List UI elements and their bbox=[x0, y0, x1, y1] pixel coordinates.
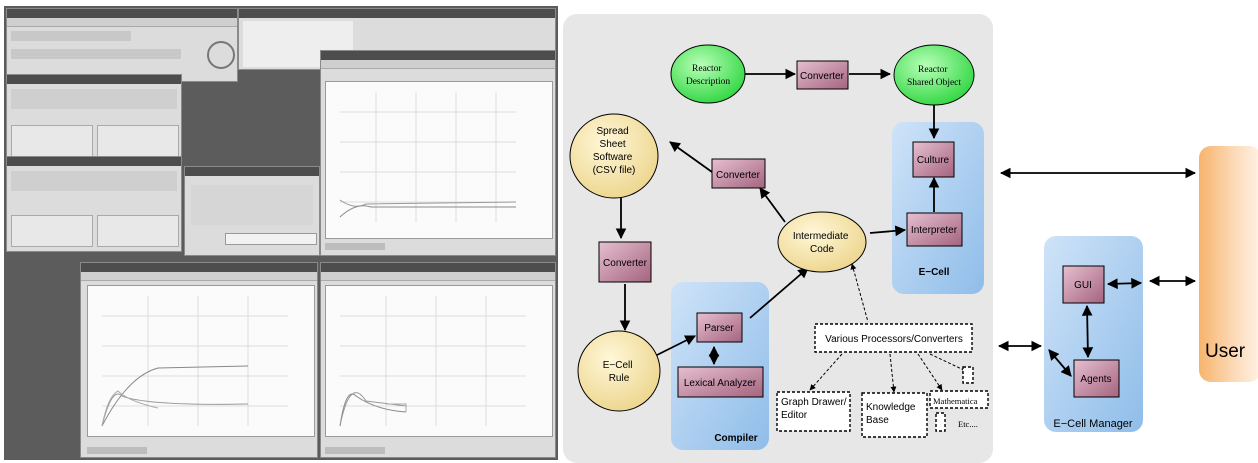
reactor-shared-object-line1: Reactor bbox=[918, 65, 948, 75]
culture-label: Culture bbox=[917, 155, 950, 166]
reactor-description-line2: Description bbox=[686, 77, 731, 87]
intermediate-code-node bbox=[777, 211, 867, 273]
mathematica-box bbox=[929, 390, 989, 409]
knowledge-base-line2: Base bbox=[866, 415, 889, 426]
compiler-label: Compiler bbox=[714, 433, 757, 444]
graph-drawer-box bbox=[776, 391, 851, 432]
reactor-shared-object-line2: Shared Object bbox=[907, 78, 961, 88]
svg-text:E−Cell Rule: E−Cell Rule bbox=[603, 360, 636, 384]
graph-drawer-line2: Editor bbox=[781, 410, 808, 421]
substance-window-2 bbox=[6, 156, 182, 252]
svg-text:Reactor Shared Object: Reactor Shared Object bbox=[907, 65, 961, 88]
lexical-analyzer-box bbox=[677, 366, 764, 398]
ecell-rule-line2: Rule bbox=[609, 373, 630, 384]
user-label: User bbox=[1205, 341, 1246, 362]
compiler-panel bbox=[671, 282, 769, 450]
user-box bbox=[1199, 146, 1258, 382]
converter-middle-label: Converter bbox=[716, 170, 761, 181]
spread-sheet-line3: Software bbox=[593, 152, 633, 163]
spread-sheet-line2: Sheet bbox=[600, 139, 626, 150]
knowledge-base-line1: Knowledge bbox=[866, 402, 916, 413]
manager-panel bbox=[1044, 236, 1143, 432]
substance-window-1 bbox=[6, 74, 182, 170]
reactor-description-node bbox=[670, 44, 746, 104]
converter-left-label: Converter bbox=[603, 258, 648, 269]
various-processors-label: Various Processors/Converters bbox=[825, 334, 963, 345]
ecell-rule-node bbox=[577, 330, 661, 412]
agents-label: Agents bbox=[1080, 374, 1111, 385]
reactor-window bbox=[184, 166, 320, 256]
etc-label: Etc.... bbox=[958, 419, 978, 429]
lexical-analyzer-label: Lexical Analyzer bbox=[684, 378, 757, 389]
spread-sheet-node bbox=[569, 113, 659, 199]
graph-drawer-line1: Graph Drawer/ bbox=[781, 397, 847, 408]
small-dashed-box-1 bbox=[962, 366, 974, 384]
spread-sheet-line4: (CSV file) bbox=[593, 165, 636, 176]
knowledge-base-box bbox=[861, 392, 928, 438]
gui-box bbox=[1062, 265, 1105, 304]
interpreter-box bbox=[906, 212, 963, 247]
svg-text:Intermediate Code: Intermediate Code bbox=[793, 231, 851, 255]
svg-text:Graph Drawer/ Editor: Graph Drawer/ Editor bbox=[781, 397, 849, 421]
reactor-shared-object-node bbox=[893, 44, 975, 106]
mathematica-label: Mathematica bbox=[933, 396, 978, 406]
intermediate-code-line1: Intermediate bbox=[793, 231, 849, 242]
converter-box-middle bbox=[711, 158, 766, 189]
converter-top-label: Converter bbox=[800, 71, 845, 82]
reactor-description-line1: Reactor bbox=[692, 64, 722, 74]
gui-label: GUI bbox=[1074, 280, 1092, 291]
svg-text:Reactor Description: Reactor Description bbox=[686, 64, 731, 87]
agents-box bbox=[1073, 359, 1120, 398]
intermediate-code-line2: Code bbox=[810, 244, 834, 255]
tracer-window-top bbox=[320, 50, 556, 256]
spread-sheet-line1: Spread bbox=[596, 126, 628, 137]
parser-label: Parser bbox=[704, 323, 734, 334]
converter-box-left bbox=[598, 241, 652, 283]
interpreter-label: Interpreter bbox=[911, 225, 958, 236]
small-dashed-box-2 bbox=[935, 412, 946, 432]
tracer-window-bottom-right bbox=[320, 262, 556, 458]
various-processors-box bbox=[814, 323, 973, 353]
svg-text:Spread Sheet Software: Spread Sheet Software (CSV file) bbox=[593, 126, 636, 176]
parser-box bbox=[696, 312, 743, 343]
ecell-screenshot bbox=[4, 6, 558, 460]
tracer-window-bottom-left bbox=[80, 262, 318, 458]
svg-text:Knowledge Base: Knowledge Base bbox=[866, 402, 918, 426]
main-control-window bbox=[6, 8, 238, 82]
ecell-label: E−Cell bbox=[919, 267, 950, 278]
ecell-rule-line1: E−Cell bbox=[603, 360, 633, 371]
converter-box-top bbox=[796, 60, 849, 90]
manager-label: E−Cell Manager bbox=[1053, 418, 1133, 430]
culture-box bbox=[912, 141, 955, 178]
